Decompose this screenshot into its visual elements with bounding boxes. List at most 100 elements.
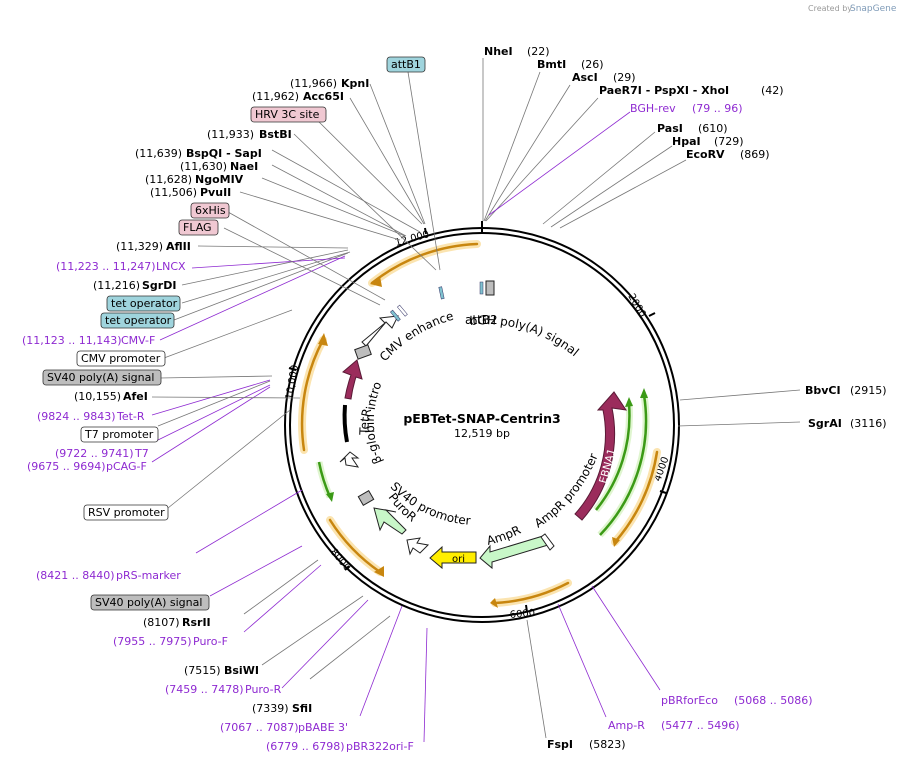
tetr-label: TetR [357,407,374,436]
feature-box: attB1 [386,56,426,73]
svg-text:tet operator: tet operator [111,297,178,310]
primer-name: LNCX [156,260,186,273]
enzyme-pos: (11,962) [252,90,299,103]
ori-label: ori [452,554,465,565]
enzyme-pos: (11,506) [150,186,197,199]
puror-arrow [373,507,407,535]
enzyme-pos: (729) [714,135,744,148]
tick-marks [288,227,667,613]
enzyme-pos: (3116) [850,417,887,430]
ampr-promoter-arrow [540,533,555,551]
enzyme-name: NgoMIV [195,173,244,186]
enzyme-pos: (610) [698,122,728,135]
enzyme-name: BsiWI [224,664,259,677]
primer-range: (5477 .. 5496) [661,719,740,732]
primer-name: T7 [134,447,149,460]
tick-label-2000: 2000 [625,292,647,320]
primer-name: pBR322ori-F [346,740,414,753]
tag-mark [397,304,408,317]
svg-text:CMV promoter: CMV promoter [81,352,161,365]
sv40-polya-box-upper [354,344,372,360]
primer-name: pBABE 3' [298,721,348,734]
sv40-promoter-arrow [406,537,430,556]
enzyme-pos: (11,329) [116,240,163,253]
enzyme-pos: (2915) [850,384,887,397]
enzyme-pos: (10,155) [74,390,121,403]
ori-arrow [429,545,477,570]
enzyme-pos: (869) [740,148,770,161]
feature-box: SV40 poly(A) signal [90,594,210,611]
feature-box: HRV 3C site [250,106,327,123]
enzyme-name: BstBI [259,128,292,141]
enzyme-name: PasI [657,122,683,135]
enzyme-name: NheI [484,45,513,58]
ebna1-arrow [574,391,628,521]
primer-range: (7067 .. 7087) [220,721,299,734]
svg-text:T7 promoter: T7 promoter [84,428,154,441]
primer-name: CMV-F [121,334,155,347]
feature-box: CMV promoter [76,350,166,367]
enzyme-name: SgrAI [808,417,842,430]
enzyme-name: BspQI - SapI [186,147,262,160]
tick-label-10000: 10,000 [284,364,301,400]
enzyme-pos: (11,966) [290,77,337,90]
enzyme-name: BbvCI [805,384,841,397]
primer-name: Puro-F [193,635,228,648]
plasmid-name: pEBTet-SNAP-Centrin3 [403,411,560,426]
primer-range: (8421 .. 8440) [36,569,115,582]
primer-range: (5068 .. 5086) [734,694,813,707]
enzyme-name: AflII [166,240,191,253]
orange-features [298,240,661,607]
enzyme-name: EcoRV [686,148,725,161]
svg-text:6xHis: 6xHis [195,204,226,217]
beta-globin-intron-arc [342,404,349,443]
bgh-polya-box [485,280,495,296]
tet-operator-mark [390,309,401,322]
enzyme-name: NaeI [230,160,258,173]
feature-box: 6xHis [190,202,230,219]
sv40-polya-box-lower [357,489,375,507]
primer-name: Amp-R [608,719,645,732]
feature-box: RSV promoter [83,504,169,521]
feature-box: tet operator [106,295,181,312]
enzyme-pos: (42) [761,84,784,97]
primer-name: Tet-R [116,410,145,423]
primer-range: (11,223 .. 11,247) [56,260,156,273]
feature-box: FLAG [178,219,219,236]
enzyme-pos: (7515) [184,664,221,677]
primer-range: (9824 .. 9843) [37,410,116,423]
primer-name: pCAG-F [106,460,147,473]
enzyme-pos: (11,933) [207,128,254,141]
primer-name: pRS-marker [116,569,181,582]
primer-range: (7459 .. 7478) [165,683,244,696]
primer-range: (7955 .. 7975) [113,635,192,648]
feature-box: SV40 poly(A) signal [42,369,162,386]
primer-name: BGH-rev [630,102,676,115]
enzyme-name: FspI [547,738,573,751]
svg-text:RSV promoter: RSV promoter [88,506,165,519]
rsv-promoter-arrow [339,451,360,468]
enzyme-pos: (11,630) [180,160,227,173]
tetr-arrow [342,359,363,400]
primer-name: pBRforEco [661,694,718,707]
primer-range: (79 .. 96) [692,102,743,115]
enzyme-pos: (5823) [589,738,626,751]
feature-box: T7 promoter [80,426,159,443]
enzyme-pos: (11,216) [93,279,140,292]
svg-text:tet operator: tet operator [105,314,172,327]
credit-prefix: Created by [808,4,852,13]
attb1-mark [438,286,445,300]
svg-text:SV40 poly(A) signal: SV40 poly(A) signal [47,371,154,384]
enzyme-pos: (7339) [252,702,289,715]
enzyme-pos: (29) [613,71,636,84]
primer-range: (9722 .. 9741) [55,447,134,460]
svg-text:HRV 3C site: HRV 3C site [255,108,320,121]
enzyme-name: Acc65I [303,90,344,103]
primer-range: (11,123 .. 11,143) [22,334,122,347]
leader-lines [151,58,801,743]
backbone-inner [289,232,675,618]
feature-box: tet operator [100,312,175,329]
cmv-enhancer-arrow [361,315,399,347]
attb2-label: attB2 [465,313,498,327]
